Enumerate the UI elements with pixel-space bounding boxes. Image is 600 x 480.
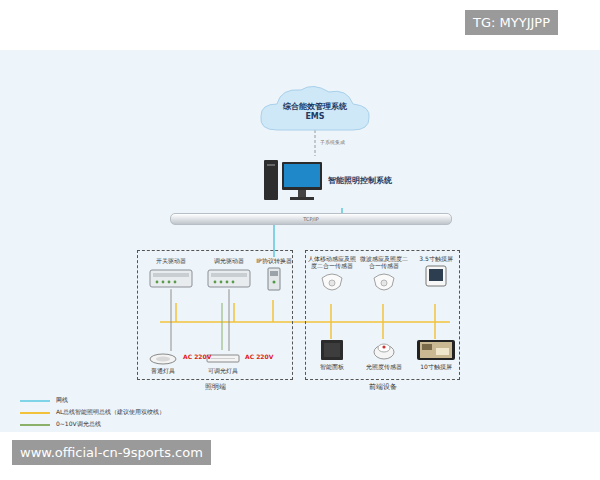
node-label: TCP/IP <box>171 215 451 223</box>
node-label: 普通灯具 <box>151 367 175 374</box>
node-label: 开关驱动器 <box>156 257 186 264</box>
connector <box>315 130 316 156</box>
device-node: 微波感应及照度二合一传感器 <box>358 255 410 294</box>
watermark: TG: MYYJJPP <box>465 10 558 35</box>
device-node: 开关驱动器 <box>144 257 198 289</box>
connector <box>229 289 230 351</box>
legend-text: 0~10V调光总线 <box>56 420 101 429</box>
device-node: 3.5寸触摸屏 <box>412 255 460 287</box>
node-label: IP协议转换器 <box>256 257 291 264</box>
computer-node: 智能照明控制系统 <box>262 156 422 208</box>
node-label: 10寸触摸屏 <box>420 363 452 370</box>
device-icon <box>425 265 447 287</box>
node-label: 人体移动感应及照度二合一传感器 <box>306 255 358 269</box>
dim-bus <box>222 303 223 350</box>
edge-label: 子系统集成 <box>319 139 346 145</box>
connector <box>273 225 275 257</box>
device-node: 人体移动感应及照度二合一传感器 <box>306 255 358 294</box>
legend-row: AL总线智能照明总线（建议使用双绞线） <box>20 408 165 417</box>
device-icon <box>320 339 344 361</box>
cloud-node: 综合能效管理系统 EMS <box>255 84 375 134</box>
device-icon <box>149 267 193 289</box>
legend-row: 0~10V调光总线 <box>20 420 101 429</box>
voltage-label: AC 220V <box>245 353 273 360</box>
device-node: 调光驱动器 <box>202 257 256 289</box>
device-node: 光照度传感器 <box>358 339 410 370</box>
group-box: 前端设备人体移动感应及照度二合一传感器微波感应及照度二合一传感器3.5寸触摸屏智… <box>305 250 460 380</box>
device-node: IP协议转换器 <box>256 257 292 291</box>
node-label: 智能面板 <box>320 363 344 370</box>
group-box: 照明端开关驱动器调光驱动器IP协议转换器普通灯具可调光灯具 <box>137 250 293 380</box>
node-label: 可调光灯具 <box>208 367 238 374</box>
network-bus: TCP/IP <box>170 213 452 225</box>
legend-row: 网线 <box>20 396 68 405</box>
device-node: 普通灯具 <box>142 351 184 374</box>
watermark: www.official-cn-9sports.com <box>12 440 211 465</box>
node-label: 智能照明控制系统 <box>328 175 392 186</box>
device-icon <box>266 267 282 291</box>
voltage-label: AC 220V <box>183 353 211 360</box>
legend-line-sample <box>20 424 50 426</box>
node-label: 微波感应及照度二合一传感器 <box>358 255 410 269</box>
connector <box>171 289 172 351</box>
legend-line-sample <box>20 400 50 402</box>
device-icon <box>148 351 178 365</box>
legend-text: 网线 <box>56 396 68 405</box>
node-label: 综合能效管理系统 EMS <box>277 102 353 122</box>
computer-icon <box>262 156 324 208</box>
node-label: 照明端 <box>138 382 292 392</box>
device-node: 智能面板 <box>306 339 358 370</box>
node-label: 前端设备 <box>306 382 459 392</box>
device-node: 10寸触摸屏 <box>412 339 460 370</box>
node-label: 光照度传感器 <box>366 363 402 370</box>
node-label: 调光驱动器 <box>214 257 244 264</box>
device-icon <box>207 267 251 289</box>
legend-line-sample <box>20 412 50 414</box>
device-icon <box>372 339 396 361</box>
legend-text: AL总线智能照明总线（建议使用双绞线） <box>56 408 165 417</box>
device-icon <box>372 272 396 294</box>
device-icon <box>416 339 456 361</box>
device-icon <box>320 272 344 294</box>
node-label: 3.5寸触摸屏 <box>419 255 453 262</box>
